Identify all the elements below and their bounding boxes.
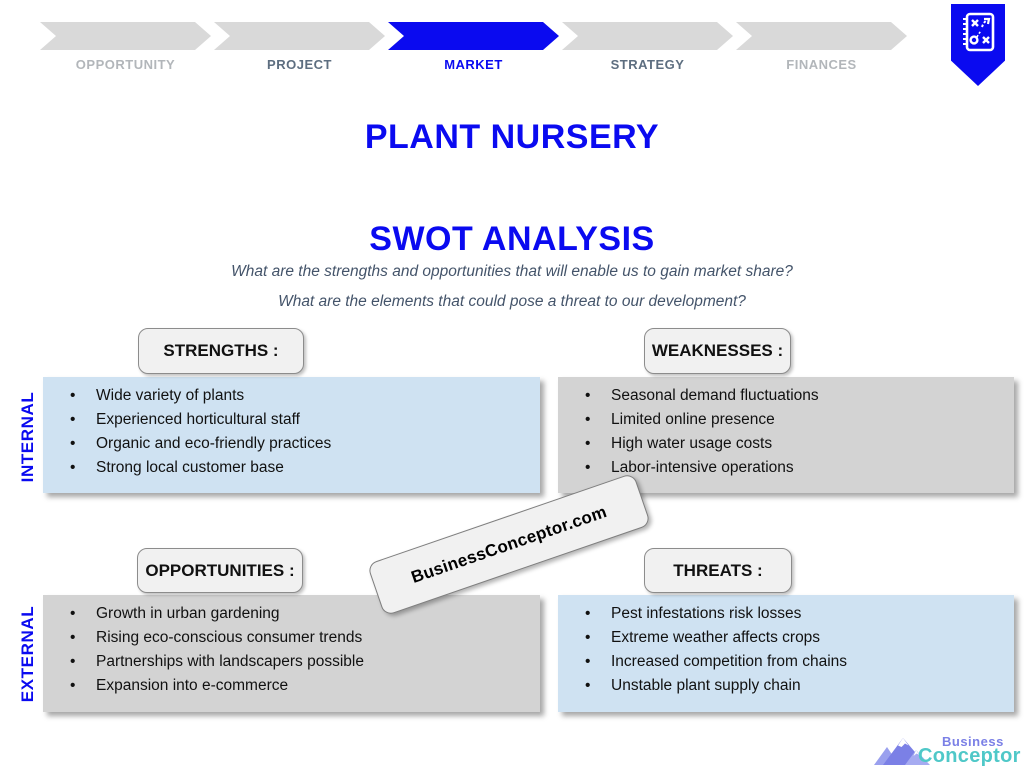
strengths-header: STRENGTHS : <box>138 328 304 374</box>
strategy-notebook-icon <box>963 12 995 52</box>
nav-step-strategy[interactable]: STRATEGY <box>610 57 685 72</box>
list-item: High water usage costs <box>558 432 1014 456</box>
weaknesses-list: Seasonal demand fluctuations Limited onl… <box>558 377 1014 480</box>
opportunities-list: Growth in urban gardening Rising eco-con… <box>43 595 540 698</box>
nav-step-finances-arrow[interactable] <box>736 22 907 50</box>
logo-line-business: Business <box>942 734 1004 749</box>
nav-step-opportunity-arrow[interactable] <box>40 22 211 50</box>
list-item: Strong local customer base <box>43 456 540 480</box>
opportunities-box: Growth in urban gardening Rising eco-con… <box>43 595 540 712</box>
list-item: Limited online presence <box>558 408 1014 432</box>
logo-line-conceptor: Conceptor <box>918 745 1021 767</box>
list-item: Increased competition from chains <box>558 650 1014 674</box>
threats-box: Pest infestations risk losses Extreme we… <box>558 595 1014 712</box>
footer-logo: Business Conceptor <box>874 734 1021 766</box>
list-item: Partnerships with landscapers possible <box>43 650 540 674</box>
threats-list: Pest infestations risk losses Extreme we… <box>558 595 1014 698</box>
internal-axis-label: INTERNAL <box>18 391 37 483</box>
list-item: Wide variety of plants <box>43 384 540 408</box>
weaknesses-header: WEAKNESSES : <box>644 328 791 374</box>
nav-step-project-arrow[interactable] <box>214 22 385 50</box>
external-axis-label: EXTERNAL <box>18 605 37 703</box>
page-title: PLANT NURSERY <box>364 118 660 156</box>
question-1: What are the strengths and opportunities… <box>231 263 793 280</box>
corner-ribbon <box>951 4 1005 86</box>
mountains-icon <box>874 738 930 765</box>
nav-step-market-arrow[interactable] <box>388 22 559 50</box>
question-2: What are the elements that could pose a … <box>278 293 746 310</box>
strengths-list: Wide variety of plants Experienced horti… <box>43 377 540 480</box>
list-item: Extreme weather affects crops <box>558 626 1014 650</box>
logo-text: Business Conceptor <box>918 735 1021 766</box>
list-item: Seasonal demand fluctuations <box>558 384 1014 408</box>
threats-header: THREATS : <box>644 548 792 593</box>
nav-step-opportunity[interactable]: OPPORTUNITY <box>75 57 176 72</box>
nav-step-market[interactable]: MARKET <box>444 57 503 72</box>
list-item: Experienced horticultural staff <box>43 408 540 432</box>
list-item: Pest infestations risk losses <box>558 602 1014 626</box>
page-subtitle: SWOT ANALYSIS <box>369 220 655 258</box>
strengths-box: Wide variety of plants Experienced horti… <box>43 377 540 493</box>
list-item: Labor-intensive operations <box>558 456 1014 480</box>
list-item: Unstable plant supply chain <box>558 674 1014 698</box>
nav-step-finances[interactable]: FINANCES <box>786 57 857 72</box>
list-item: Organic and eco-friendly practices <box>43 432 540 456</box>
weaknesses-box: Seasonal demand fluctuations Limited onl… <box>558 377 1014 493</box>
nav-step-strategy-arrow[interactable] <box>562 22 733 50</box>
list-item: Expansion into e-commerce <box>43 674 540 698</box>
list-item: Rising eco-conscious consumer trends <box>43 626 540 650</box>
nav-step-project[interactable]: PROJECT <box>267 57 332 72</box>
list-item: Growth in urban gardening <box>43 602 540 626</box>
opportunities-header: OPPORTUNITIES : <box>137 548 303 593</box>
